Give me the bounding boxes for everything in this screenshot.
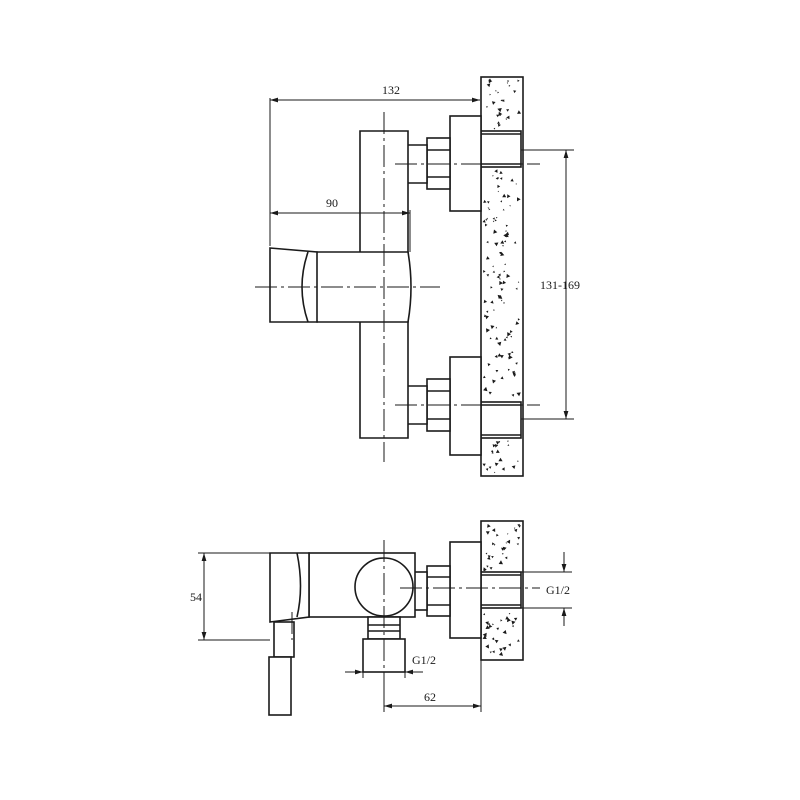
wall-concrete-texture (482, 78, 522, 474)
lower-connection (401, 356, 482, 456)
dim-131-169-label: 131-169 (540, 278, 580, 292)
side-lever (268, 656, 292, 716)
side-hex-nut (426, 565, 451, 617)
dimension-g12-right: G1/2 (521, 552, 572, 626)
dimension-g12-outlet: G1/2 (345, 653, 436, 678)
dimension-131-169: 131-169 (521, 149, 580, 420)
lower-flange (449, 356, 482, 456)
side-flange (449, 541, 482, 639)
dimension-54: 54 (190, 552, 270, 641)
side-handle-base (269, 552, 310, 623)
side-handle-curve (296, 552, 302, 618)
mixer-body-front (269, 130, 412, 439)
upper-wall-insert (480, 130, 522, 168)
lower-wall-insert (480, 401, 522, 439)
side-view: 54 G1/2 G1/2 62 (190, 520, 572, 716)
handle-base (269, 247, 318, 323)
dim-g12-outlet-label: G1/2 (412, 653, 436, 667)
wall-outline (480, 76, 524, 477)
side-wall-insert (480, 571, 522, 609)
wall-concrete-texture-side (482, 523, 521, 656)
wall-section-front (480, 76, 524, 477)
dim-g12-right-label: G1/2 (546, 583, 570, 597)
dim-54-label: 54 (190, 590, 202, 604)
dim-90-label: 90 (326, 196, 338, 210)
dimension-132: 132 (269, 83, 480, 246)
side-lever-neck (273, 621, 295, 658)
dimension-90: 90 (270, 196, 411, 252)
dimension-62: 62 (383, 660, 482, 712)
wall-section-side (480, 520, 524, 661)
dim-62-label: 62 (424, 690, 436, 704)
front-view: 132 90 131-169 (255, 76, 580, 477)
dim-132-label: 132 (382, 83, 400, 97)
